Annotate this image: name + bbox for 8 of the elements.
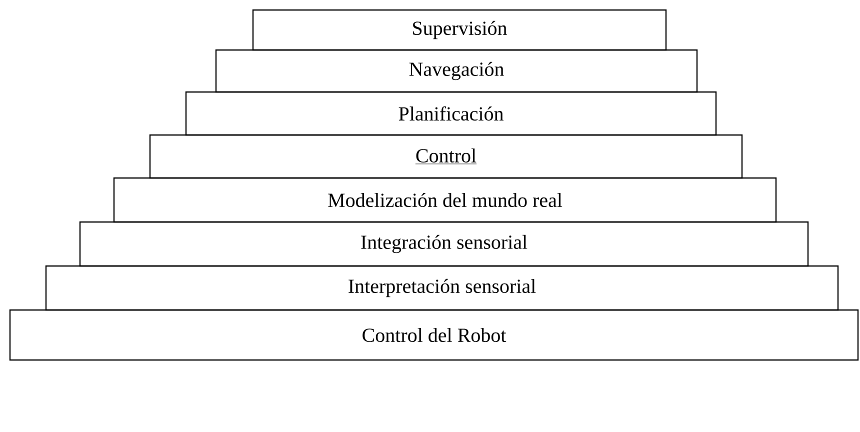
- layer-box: Interpretación sensorial: [45, 265, 839, 311]
- layer-box: Planificación: [185, 91, 717, 136]
- layer-box: Control del Robot: [9, 309, 859, 361]
- layer-box: Navegación: [215, 49, 698, 93]
- layer-box: Supervisión: [252, 9, 667, 51]
- layer-box: Modelización del mundo real: [113, 177, 777, 223]
- layer-box: Control: [149, 134, 743, 179]
- layer-box: Integración sensorial: [79, 221, 809, 267]
